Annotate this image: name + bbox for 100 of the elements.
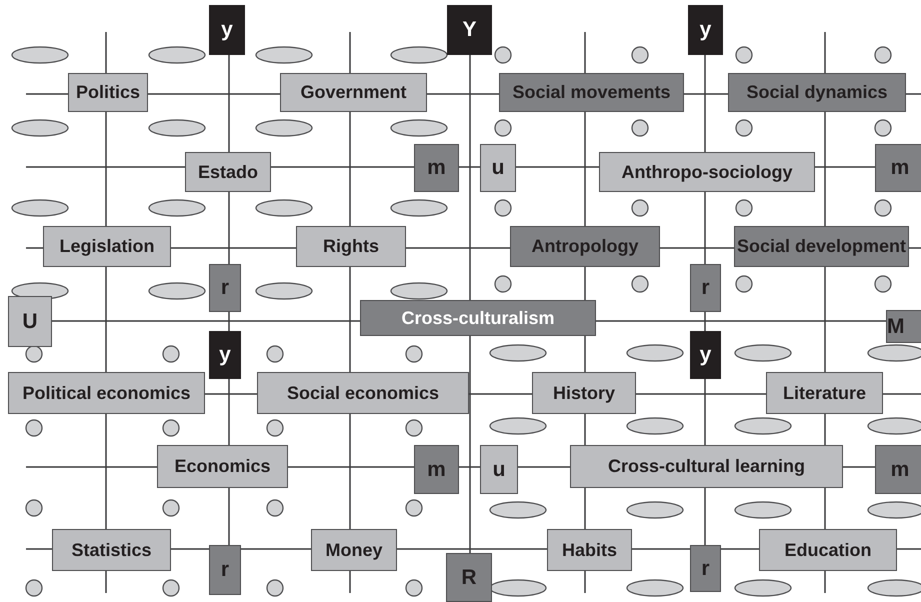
concept-box: m — [875, 144, 921, 192]
connector-line — [906, 93, 921, 95]
concept-box: Statistics — [52, 529, 171, 571]
connector-line — [596, 320, 886, 322]
connector-line — [26, 548, 52, 550]
concept-box: Money — [311, 529, 397, 571]
concept-box: r — [209, 545, 241, 595]
connector-line — [288, 466, 414, 468]
concept-box: Cross-cultural learning — [570, 445, 843, 488]
connector-line — [52, 320, 360, 322]
connector-line — [704, 379, 706, 445]
connector-line — [349, 414, 351, 529]
concept-box: r — [690, 264, 721, 312]
concept-box: Government — [280, 73, 427, 112]
concept-box: Cross-culturalism — [360, 300, 596, 336]
concept-box: Politics — [68, 73, 148, 112]
connector-line — [824, 488, 826, 529]
concept-box: Y — [447, 5, 492, 55]
connector-line — [26, 93, 68, 95]
concept-box: Economics — [157, 445, 288, 488]
connector-line — [228, 55, 230, 152]
concept-box: u — [480, 445, 518, 494]
concept-box: u — [480, 144, 516, 192]
connector-line — [660, 247, 734, 249]
concept-box: Estado — [185, 152, 271, 192]
concept-box: Legislation — [43, 226, 171, 267]
connector-line — [105, 571, 107, 593]
connector-line — [228, 192, 230, 264]
concept-box: m — [875, 445, 921, 494]
concept-box: y — [688, 5, 723, 55]
connector-line — [26, 466, 157, 468]
connector-line — [897, 548, 921, 550]
concept-box: Literature — [766, 372, 883, 414]
concept-box: r — [690, 545, 721, 592]
connector-line — [469, 336, 471, 553]
connector-line — [105, 267, 107, 372]
concept-box: Social dynamics — [728, 73, 906, 112]
connector-line — [427, 93, 499, 95]
connector-line — [584, 414, 586, 445]
connector-line — [397, 548, 547, 550]
connector-line — [632, 548, 690, 550]
connector-line — [584, 336, 586, 372]
concept-box: y — [209, 5, 245, 55]
connector-line — [171, 247, 296, 249]
concept-box: m — [414, 144, 459, 192]
concept-box: Social movements — [499, 73, 684, 112]
connector-line — [205, 393, 257, 395]
connector-line — [228, 379, 230, 445]
connector-line — [704, 55, 706, 152]
connector-line — [824, 414, 826, 445]
connector-line — [459, 166, 480, 168]
connector-line — [704, 192, 706, 264]
connector-line — [171, 548, 209, 550]
connector-line — [883, 393, 921, 395]
connector-line — [349, 267, 351, 372]
connector-line — [406, 247, 510, 249]
connector-line — [824, 267, 826, 372]
concept-box: R — [446, 553, 492, 602]
concept-box: Social economics — [257, 372, 469, 414]
connector-line — [843, 466, 875, 468]
concept-box: Anthropo-sociology — [599, 152, 815, 192]
connector-line — [824, 112, 826, 226]
connector-line — [469, 55, 471, 300]
connector-line — [518, 466, 570, 468]
concept-box: Antropology — [510, 226, 660, 267]
concept-box: y — [209, 331, 241, 379]
concept-box: Rights — [296, 226, 406, 267]
concept-box: r — [209, 264, 241, 312]
connector-line — [584, 32, 586, 73]
connector-line — [349, 32, 351, 73]
connector-line — [459, 466, 480, 468]
connector-line — [824, 571, 826, 593]
connector-line — [148, 93, 280, 95]
connector-line — [584, 488, 586, 529]
concept-box: M — [886, 310, 921, 343]
connector-line — [349, 571, 351, 593]
concept-box: History — [532, 372, 636, 414]
connector-line — [26, 247, 43, 249]
connector-line — [349, 112, 351, 226]
concept-box: Social development — [734, 226, 910, 267]
connector-line — [584, 571, 586, 593]
concept-box: m — [414, 445, 459, 494]
connector-line — [228, 488, 230, 545]
connector-line — [721, 548, 759, 550]
connector-line — [704, 312, 706, 331]
connector-line — [469, 393, 532, 395]
concept-box: U — [8, 296, 52, 347]
connector-line — [584, 112, 586, 226]
concept-box: y — [690, 331, 721, 379]
connector-line — [228, 312, 230, 331]
concept-box: Habits — [547, 529, 632, 571]
connector-line — [26, 166, 185, 168]
connector-line — [584, 267, 586, 300]
concept-box: Education — [759, 529, 897, 571]
connector-line — [105, 32, 107, 73]
connector-line — [824, 32, 826, 73]
connector-line — [516, 166, 599, 168]
connector-line — [271, 166, 414, 168]
connector-line — [241, 548, 311, 550]
connector-line — [684, 93, 728, 95]
